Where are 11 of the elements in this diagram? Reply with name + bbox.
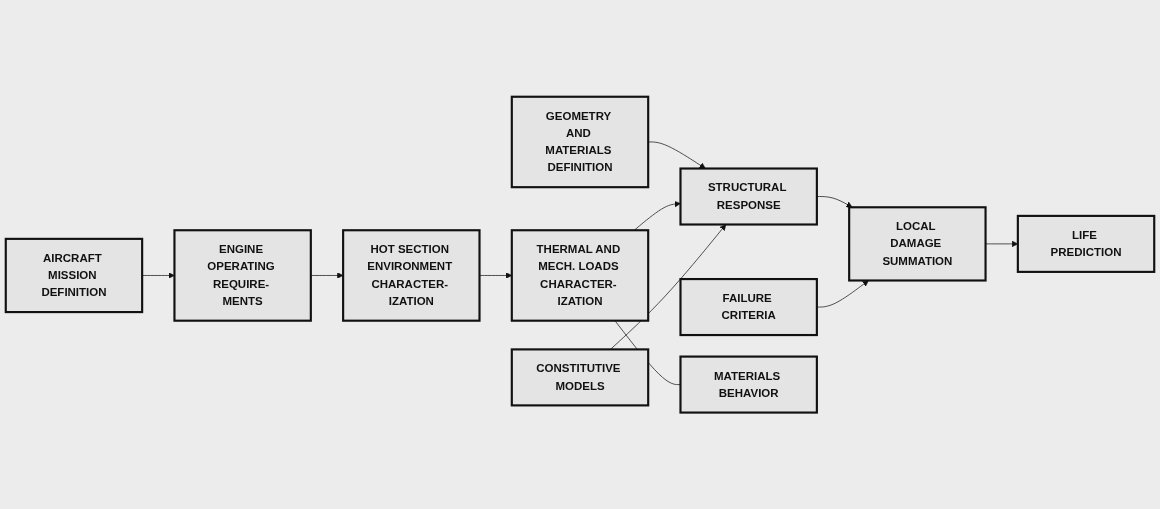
node-box: CONSTITUTIVE MODELS [510,348,650,407]
node-box: GEOMETRY AND MATERIALS DEFINITION [510,95,650,189]
node-box: STRUCTURAL RESPONSE [679,167,818,226]
node-box: LOCAL DAMAGE SUMMATION [848,206,987,282]
node-box: MATERIALS BEHAVIOR [679,355,818,414]
node-box: ENGINE OPERATING REQUIRE- MENTS [173,229,312,322]
node-box: THERMAL AND MECH. LOADS CHARACTER- IZATION [510,229,650,322]
node-box: AIRCRAFT MISSION DEFINITION [4,237,144,313]
node-box: LIFE PREDICTION [1016,214,1156,273]
node-box: HOT SECTION ENVIRONMENT CHARACTER- IZATION [342,229,481,322]
node-box: FAILURE CRITERIA [679,277,818,336]
